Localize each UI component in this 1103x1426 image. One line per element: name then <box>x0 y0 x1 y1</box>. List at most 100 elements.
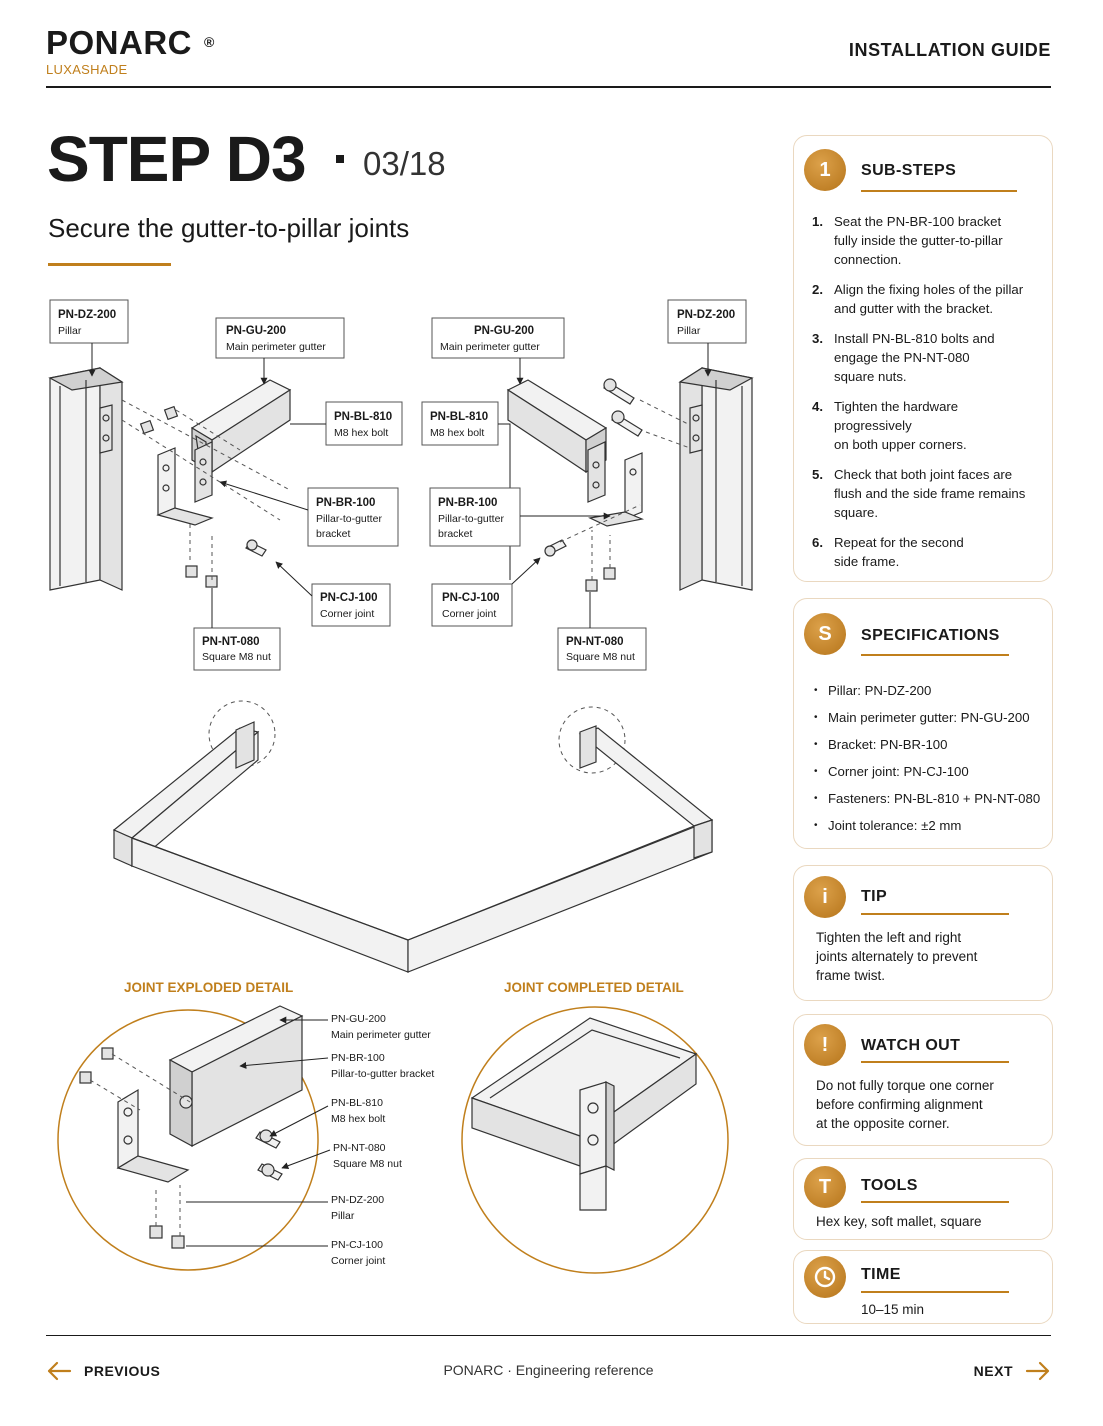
watch-out-title: WATCH OUT <box>861 1037 961 1054</box>
svg-text:PN-CJ-100: PN-CJ-100 <box>331 1239 383 1251</box>
step-title: STEP D3 <box>47 123 307 195</box>
next-button[interactable]: NEXT <box>974 1356 1051 1386</box>
svg-text:PN-DZ-200: PN-DZ-200 <box>331 1194 384 1206</box>
watch-out-card: ! WATCH OUT Do not fully torque one corn… <box>793 1014 1053 1146</box>
accent-rule <box>48 263 171 266</box>
substeps-badge: 1 <box>804 149 846 191</box>
previous-label: PREVIOUS <box>84 1363 161 1379</box>
svg-text:Square M8 nut: Square M8 nut <box>202 651 271 663</box>
tip-title: TIP <box>861 888 888 905</box>
svg-text:PN-NT-080: PN-NT-080 <box>333 1142 386 1154</box>
svg-text:PN-NT-080: PN-NT-080 <box>566 636 624 648</box>
svg-text:M8 hex bolt: M8 hex bolt <box>331 1113 385 1125</box>
specifications-rule <box>861 654 1009 656</box>
right-bracket <box>587 441 645 527</box>
svg-text:Main perimeter gutter: Main perimeter gutter <box>226 341 326 353</box>
svg-text:PN-BR-100: PN-BR-100 <box>331 1052 385 1064</box>
time-title: TIME <box>861 1266 901 1283</box>
left-bracket <box>156 441 214 526</box>
right-fasteners <box>544 378 691 592</box>
specifications-list: Pillar: PN-DZ-200 Main perimeter gutter:… <box>814 677 1042 839</box>
step-subtitle: Secure the gutter-to-pillar joints <box>48 213 410 243</box>
svg-text:PN-GU-200: PN-GU-200 <box>474 325 534 337</box>
svg-text:Pillar: Pillar <box>58 325 82 337</box>
step-separator-dot <box>336 155 344 163</box>
tools-rule <box>861 1201 1009 1203</box>
svg-text:Pillar-to-gutter: Pillar-to-gutter <box>438 513 504 525</box>
spec-item: Fasteners: PN-BL-810 + PN-NT-080 <box>814 785 1042 812</box>
svg-text:bracket: bracket <box>438 528 473 540</box>
spec-item: Pillar: PN-DZ-200 <box>814 677 1042 704</box>
svg-text:PN-DZ-200: PN-DZ-200 <box>58 309 116 321</box>
brand-subtitle: LUXASHADE <box>46 62 128 77</box>
left-gutter <box>190 379 292 474</box>
arrow-left-icon <box>47 1361 72 1381</box>
document-title: INSTALLATION GUIDE <box>848 40 1051 60</box>
callout-gutter-right: PN-GU-200 Main perimeter gutter <box>431 317 565 385</box>
svg-text:PN-BL-810: PN-BL-810 <box>331 1097 383 1109</box>
completed-detail-title: JOINT COMPLETED DETAIL <box>504 980 684 995</box>
svg-text:M8 hex bolt: M8 hex bolt <box>430 427 484 439</box>
callout-nut-left: PN-NT-080 Square M8 nut <box>193 588 281 671</box>
exploded-detail <box>57 1005 319 1271</box>
svg-text:PN-NT-080: PN-NT-080 <box>202 636 260 648</box>
tools-text: Hex key, soft mallet, square <box>816 1214 982 1229</box>
substeps-card: 1 SUB-STEPS 1.Seat the PN-BR-100 bracket… <box>793 135 1053 582</box>
svg-text:Corner joint: Corner joint <box>320 608 374 620</box>
callout-bolt-right: PN-BL-810 M8 hex bolt <box>421 401 511 580</box>
tip-rule <box>861 913 1009 915</box>
svg-text:PN-DZ-200: PN-DZ-200 <box>677 309 735 321</box>
spec-item: Bracket: PN-BR-100 <box>814 731 1042 758</box>
svg-text:Pillar-to-gutter: Pillar-to-gutter <box>316 513 382 525</box>
info-icon: i <box>804 876 846 918</box>
spec-item: Corner joint: PN-CJ-100 <box>814 758 1042 785</box>
callout-bracket-left: PN-BR-100 Pillar-to-gutter bracket <box>219 480 399 547</box>
callout-bolt-left: PN-BL-810 M8 hex bolt <box>290 401 403 446</box>
previous-button[interactable]: PREVIOUS <box>46 1356 160 1386</box>
specifications-card: S SPECIFICATIONS Pillar: PN-DZ-200 Main … <box>793 598 1053 849</box>
svg-text:PN-BL-810: PN-BL-810 <box>334 411 392 423</box>
right-pillar <box>678 366 754 591</box>
exploded-detail-title: JOINT EXPLODED DETAIL <box>124 980 293 995</box>
next-label: NEXT <box>973 1363 1013 1379</box>
svg-text:M8 hex bolt: M8 hex bolt <box>334 427 388 439</box>
svg-text:Pillar: Pillar <box>677 325 701 337</box>
svg-text:PN-BR-100: PN-BR-100 <box>316 497 375 509</box>
svg-text:Pillar-to-gutter bracket: Pillar-to-gutter bracket <box>331 1068 434 1080</box>
callout-pillar-left: PN-DZ-200 Pillar <box>49 299 129 377</box>
callout-corner-right: PN-CJ-100 Corner joint <box>431 557 541 627</box>
time-rule <box>861 1291 1009 1293</box>
svg-text:PN-BR-100: PN-BR-100 <box>438 497 497 509</box>
svg-text:PN-CJ-100: PN-CJ-100 <box>320 592 378 604</box>
svg-text:Main perimeter gutter: Main perimeter gutter <box>440 341 540 353</box>
svg-text:Square M8 nut: Square M8 nut <box>333 1158 402 1170</box>
brand-logo: PONARC <box>46 24 193 61</box>
watch-out-rule <box>861 1061 1009 1063</box>
callout-corner-left: PN-CJ-100 Corner joint <box>275 561 391 627</box>
left-pillar <box>48 366 124 591</box>
tools-badge: T <box>804 1166 846 1208</box>
exploded-labels: PN-GU-200 Main perimeter gutter PN-BR-10… <box>186 1013 434 1267</box>
svg-text:Corner joint: Corner joint <box>331 1255 385 1267</box>
tools-title: TOOLS <box>861 1177 918 1194</box>
svg-text:PN-GU-200: PN-GU-200 <box>226 325 286 337</box>
specifications-badge: S <box>804 613 846 655</box>
clock-icon <box>804 1256 846 1298</box>
svg-text:PN-CJ-100: PN-CJ-100 <box>442 592 500 604</box>
callout-gutter-left: PN-GU-200 Main perimeter gutter <box>215 317 345 385</box>
callout-pillar-right: PN-DZ-200 Pillar <box>667 299 747 377</box>
completed-detail <box>461 1006 729 1274</box>
tools-card: T TOOLS Hex key, soft mallet, square <box>793 1158 1053 1240</box>
time-text: 10–15 min <box>861 1302 925 1317</box>
specifications-title: SPECIFICATIONS <box>861 627 1000 644</box>
frame-overview <box>112 700 714 973</box>
assembly-diagram: .ln { stroke:#333; stroke-width:1.2; fil… <box>48 299 754 1274</box>
substeps-rule <box>861 190 1017 192</box>
